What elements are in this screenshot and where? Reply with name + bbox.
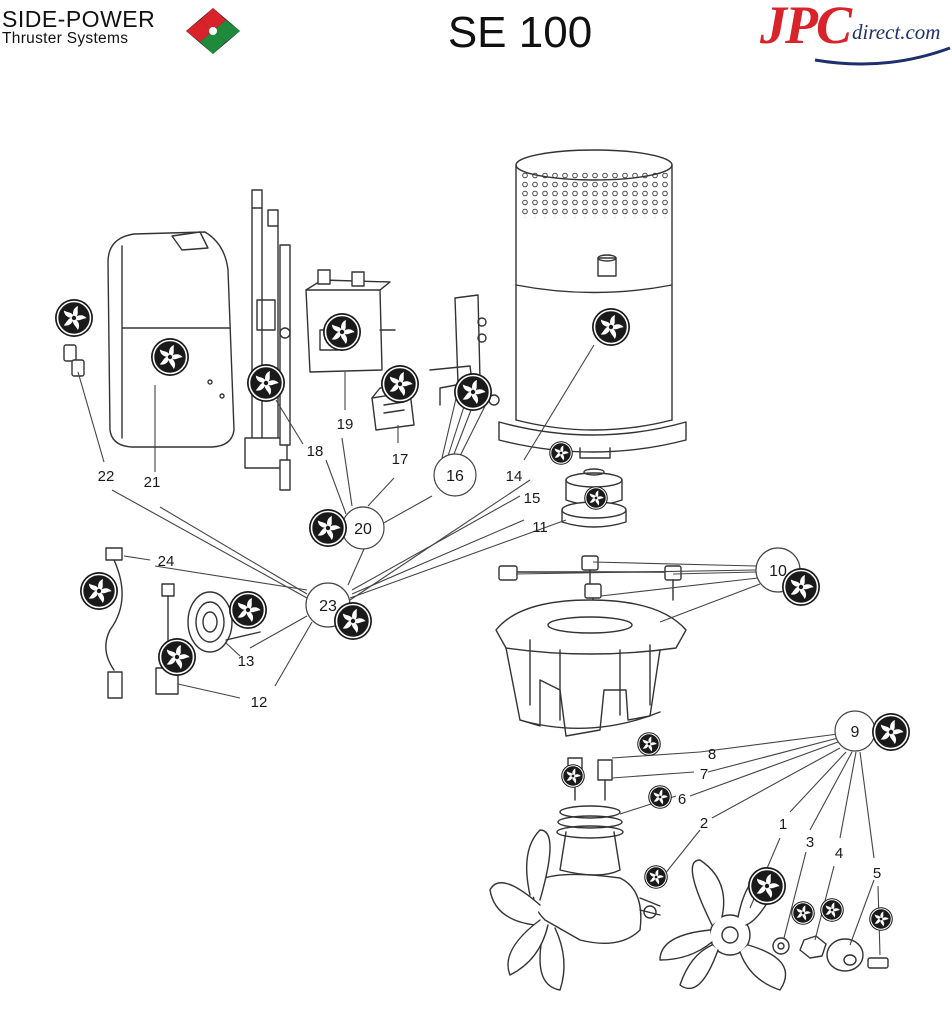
callout-6: 6 xyxy=(678,791,686,808)
motor-bracket-part xyxy=(495,599,687,737)
fan-icon[interactable] xyxy=(228,590,268,630)
callout-16: 16 xyxy=(446,468,464,485)
callout-12: 12 xyxy=(251,694,268,711)
fan-icon[interactable] xyxy=(583,485,609,511)
fan-icon[interactable] xyxy=(868,906,894,932)
fan-icon[interactable] xyxy=(322,312,362,352)
callout-10: 10 xyxy=(769,563,787,580)
fan-icon[interactable] xyxy=(790,900,816,926)
fan-icon[interactable] xyxy=(781,567,821,607)
callout-3: 3 xyxy=(806,834,814,851)
fan-icon[interactable] xyxy=(308,508,348,548)
callout-8: 8 xyxy=(708,746,716,763)
side-power-logo: SIDE-POWER Thruster Systems xyxy=(0,6,250,56)
brand-left-line1: SIDE-POWER xyxy=(2,6,156,32)
mounting-bracket-part xyxy=(429,294,500,406)
callout-11: 11 xyxy=(532,519,548,536)
model-title: SE 100 xyxy=(447,8,593,57)
callout-23: 23 xyxy=(319,598,337,615)
callout-20: 20 xyxy=(354,521,372,538)
callout-17: 17 xyxy=(392,451,409,468)
fan-icon[interactable] xyxy=(591,307,631,347)
callout-5: 5 xyxy=(873,865,881,882)
callout-22: 22 xyxy=(98,468,115,485)
fan-icon[interactable] xyxy=(560,763,586,789)
callout-circle-16 xyxy=(433,453,477,497)
fan-icon[interactable] xyxy=(246,363,286,403)
fan-icon[interactable] xyxy=(548,440,574,466)
fan-icon[interactable] xyxy=(54,298,94,338)
callout-13: 13 xyxy=(238,653,255,670)
electric-motor-part xyxy=(498,149,687,459)
fan-icon[interactable] xyxy=(643,864,669,890)
fan-icon[interactable] xyxy=(150,337,190,377)
jpc-direct-logo: JPC direct.com xyxy=(755,0,952,70)
fan-icon[interactable] xyxy=(747,866,787,906)
callout-19: 19 xyxy=(337,416,354,433)
callout-7: 7 xyxy=(700,766,708,783)
brand-right-sub: direct.com xyxy=(852,20,941,44)
fan-icon[interactable] xyxy=(819,897,845,923)
fan-icon[interactable] xyxy=(380,364,420,404)
jpc-swoosh-icon xyxy=(814,46,951,66)
brush-spring-part xyxy=(187,591,261,653)
fan-icon[interactable] xyxy=(647,784,673,810)
bus-bar-part xyxy=(244,189,291,491)
callout-1: 1 xyxy=(779,816,787,833)
callout-labels: 1 2 3 4 5 6 7 8 9 10 11 12 13 14 15 16 1… xyxy=(98,416,882,882)
brand-left-line2: Thruster Systems xyxy=(2,30,129,47)
callout-21: 21 xyxy=(144,474,161,491)
callout-14: 14 xyxy=(506,468,523,485)
callout-4: 4 xyxy=(835,845,843,862)
fan-icon[interactable] xyxy=(79,571,119,611)
fan-icon[interactable] xyxy=(157,637,197,677)
brand-right-main: JPC xyxy=(760,0,852,55)
fan-icon[interactable] xyxy=(453,372,493,412)
cable-clips-part xyxy=(63,344,85,377)
fan-icon[interactable] xyxy=(333,601,373,641)
callout-9: 9 xyxy=(851,724,860,741)
fan-icon[interactable] xyxy=(636,731,662,757)
fan-icon[interactable] xyxy=(871,712,911,752)
callout-18: 18 xyxy=(307,443,324,460)
cable-part xyxy=(105,547,123,699)
callout-15: 15 xyxy=(524,490,541,507)
callout-24: 24 xyxy=(158,553,175,570)
page-header: SIDE-POWER Thruster Systems SE 100 JPC d… xyxy=(0,0,952,80)
gearleg-propeller-part xyxy=(489,757,889,991)
side-power-diamond-icon xyxy=(186,8,240,54)
callout-2: 2 xyxy=(700,815,708,832)
